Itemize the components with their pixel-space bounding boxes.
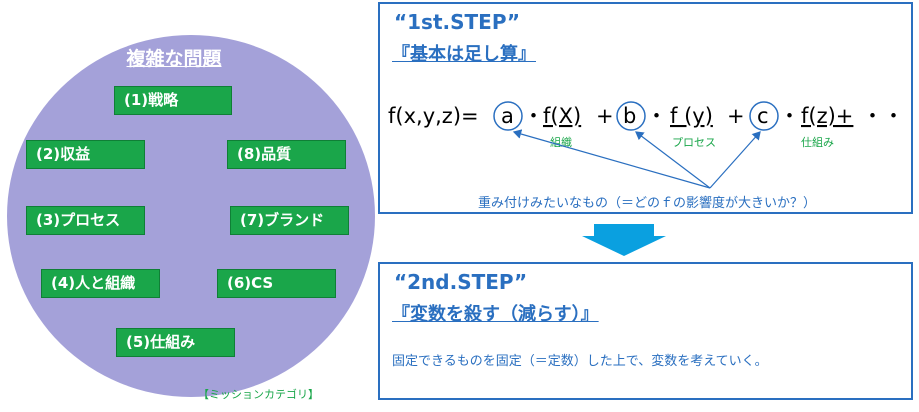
formula-lhs: f(x,y,z)= bbox=[388, 104, 479, 128]
ellipsis: ・・・ bbox=[862, 104, 911, 128]
coefficient-b-circle bbox=[616, 101, 646, 131]
category-mechanism: (5)仕組み bbox=[116, 328, 235, 357]
term-fy: f (y) bbox=[670, 104, 713, 128]
term-fz: f(z)+ bbox=[801, 104, 853, 128]
step1-note: 重み付けみたいなもの（＝どのｆの影響度が大きいか？） bbox=[478, 196, 817, 211]
plus-2: + bbox=[727, 104, 745, 128]
label-mechanism: 仕組み bbox=[801, 136, 834, 149]
dot-3: ・ bbox=[779, 104, 800, 128]
dot-1: ・ bbox=[523, 104, 544, 128]
coefficient-c: c bbox=[757, 104, 769, 128]
coefficient-c-circle bbox=[749, 101, 779, 131]
step1-heading: “1st.STEP” bbox=[394, 10, 521, 34]
step1-box: “1st.STEP” 『基本は足し算』 f(x,y,z)= a ・ f(X) +… bbox=[378, 2, 913, 214]
category-strategy: (1)戦略 bbox=[114, 86, 232, 115]
step2-heading: “2nd.STEP” bbox=[394, 270, 528, 294]
coefficient-a: a bbox=[501, 104, 514, 128]
plus-1: + bbox=[596, 104, 614, 128]
label-process: プロセス bbox=[672, 136, 716, 149]
down-arrow-icon bbox=[582, 224, 666, 256]
coefficient-b: b bbox=[623, 104, 636, 128]
step2-subheading: 『変数を殺す（減らす）』 bbox=[392, 304, 599, 325]
step2-box: “2nd.STEP” 『変数を殺す（減らす）』 固定できるものを固定（＝定数）し… bbox=[378, 262, 913, 400]
arrow-to-b bbox=[635, 131, 711, 189]
category-process: (3)プロセス bbox=[26, 206, 145, 235]
term-fx: f(X) bbox=[543, 104, 581, 128]
step2-note: 固定できるものを固定（＝定数）した上で、変数を考えていく。 bbox=[392, 354, 768, 369]
category-brand: (7)ブランド bbox=[230, 206, 349, 235]
category-quality: (8)品質 bbox=[227, 140, 346, 169]
dot-2: ・ bbox=[646, 104, 667, 128]
category-caption: 【ミッションカテゴリ】 bbox=[198, 388, 319, 401]
category-people-organization: (4)人と組織 bbox=[41, 269, 160, 298]
step1-subheading: 『基本は足し算』 bbox=[392, 44, 536, 65]
circle-title: 複雑な問題 bbox=[126, 48, 222, 70]
category-cs: (6)CS bbox=[217, 269, 336, 298]
category-revenue: (2)収益 bbox=[26, 140, 145, 169]
formula-diagram: f(x,y,z)= a ・ f(X) + b ・ f (y) + c ・ f(z… bbox=[388, 101, 911, 189]
arrow-to-a bbox=[512, 129, 711, 189]
arrow-to-c bbox=[709, 131, 761, 189]
label-organization: 組織 bbox=[550, 136, 572, 149]
coefficient-a-circle bbox=[493, 101, 523, 131]
